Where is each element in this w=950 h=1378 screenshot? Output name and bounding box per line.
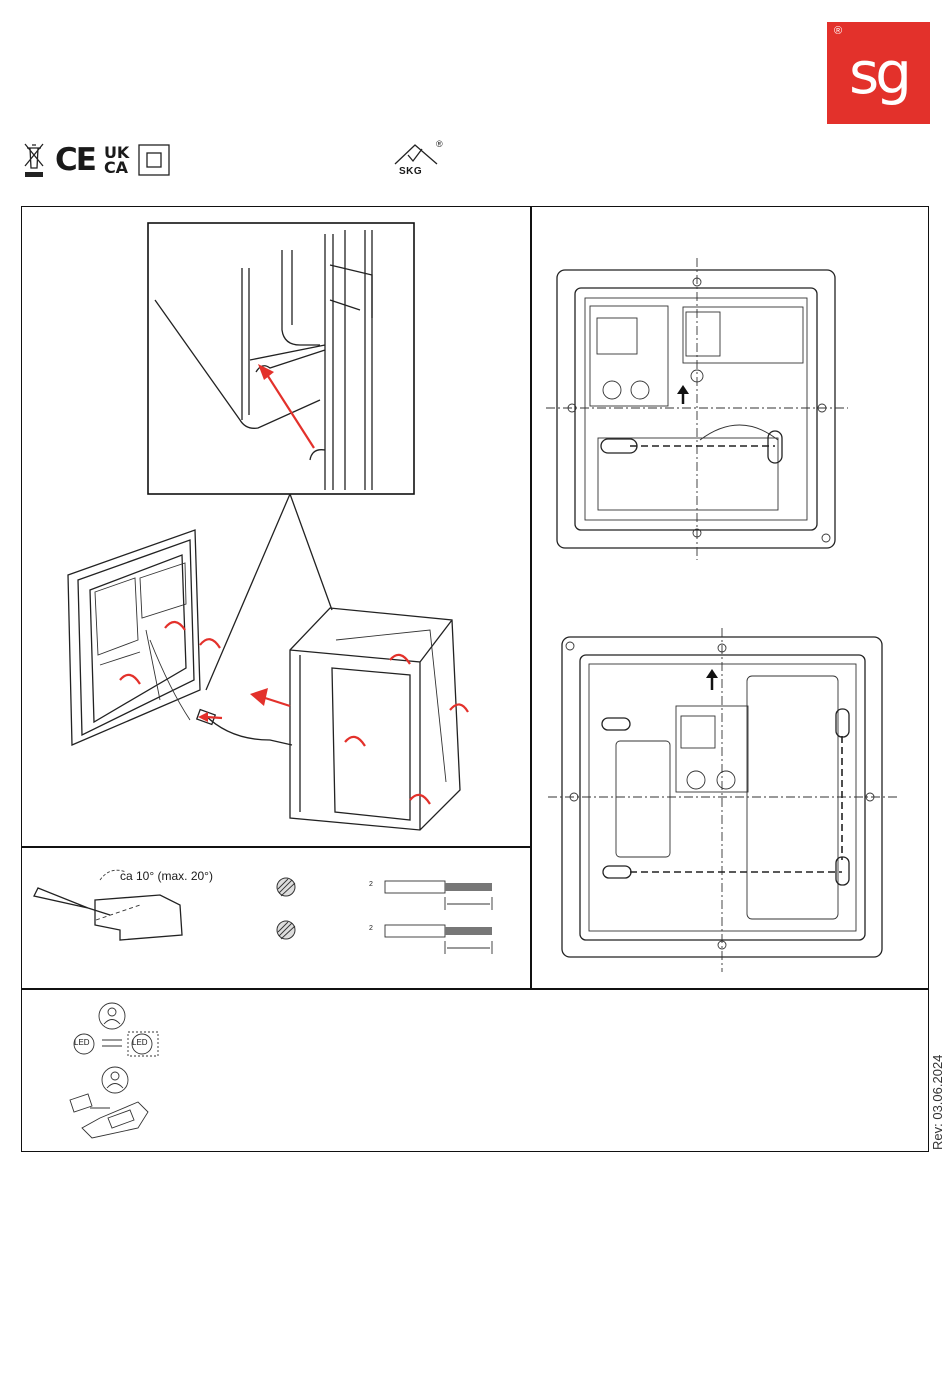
- revision-date: Rev: 03.06.2024: [930, 1030, 945, 1150]
